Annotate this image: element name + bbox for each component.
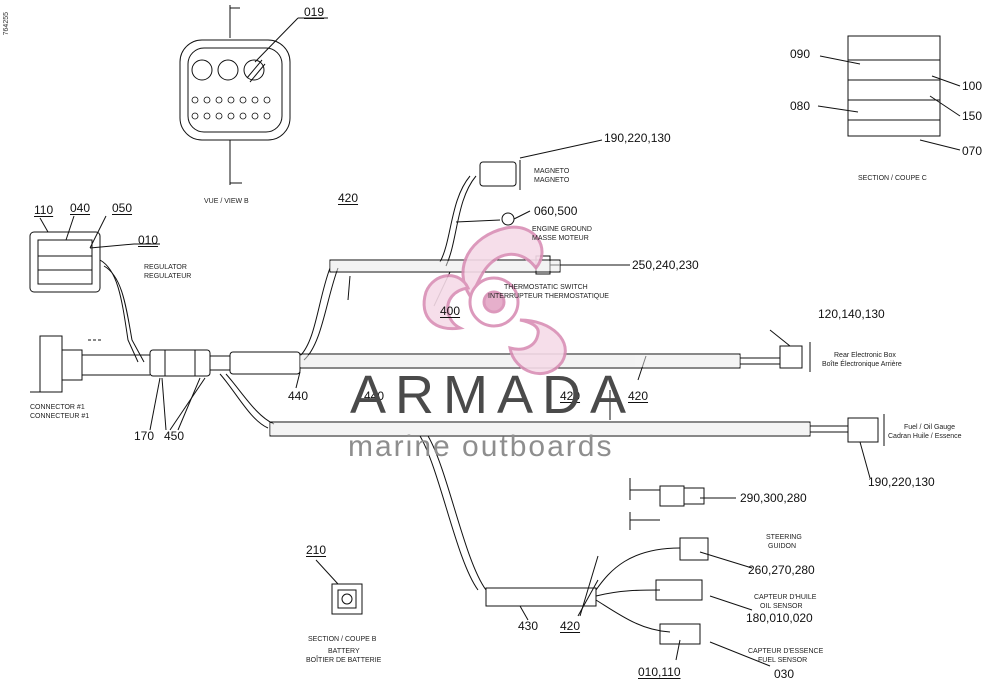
section-coupe-label: SECTION / COUPE C (858, 175, 927, 182)
section-b-label: SECTION / COUPE B (308, 636, 377, 643)
callout-040: 040 (70, 201, 91, 215)
connector-label-fr: CONNECTEUR #1 (30, 413, 90, 420)
callout-110: 110 (34, 203, 54, 217)
callout-150: 150 (962, 109, 983, 123)
thermo-label-fr: INTERRUPTEUR THERMOSTATIQUE (488, 293, 609, 300)
callout-120: 120,140,130 (818, 307, 885, 321)
callout-090: 090 (790, 47, 811, 61)
callout-430: 430 (518, 619, 539, 633)
section-coupe (817, 35, 961, 151)
rear-box-label-en: Rear Electronic Box (834, 352, 896, 359)
callout-060: 060,500 (534, 204, 578, 218)
callout-450: 450 (164, 429, 185, 443)
callout-010-110: 010,110 (638, 665, 681, 679)
callout-250: 250,240,230 (632, 258, 699, 272)
brand-name: ARMADA (350, 365, 636, 425)
fuel-gauge-label-fr: Cadran Huile / Essence (888, 433, 962, 440)
callout-400: 400 (440, 304, 461, 318)
callout-190-right: 190,220,130 (868, 475, 935, 489)
steering-label-fr: GUIDON (768, 543, 796, 550)
oil-sensor-label-en: OIL SENSOR (760, 603, 803, 610)
battery-label-en: BATTERY (328, 648, 360, 655)
callout-190-top: 190,220,130 (604, 131, 671, 145)
callout-180: 180,010,020 (746, 611, 813, 625)
fuel-gauge-label-en: Fuel / Oil Gauge (904, 424, 955, 431)
steering-label-en: STEERING (766, 534, 802, 541)
engine-ground-label-fr: MASSE MOTEUR (532, 235, 589, 242)
callout-010: 010 (138, 233, 159, 247)
magneto-label-en: MAGNETO (534, 168, 570, 175)
armada-propeller-logo (422, 225, 567, 375)
regulator-label-en: REGULATOR (144, 264, 187, 271)
connector-1 (30, 335, 150, 393)
magneto-label-fr: MAGNETO (534, 177, 570, 184)
callout-420-top: 420 (338, 191, 359, 205)
callout-440-b: 440 (364, 389, 385, 403)
callout-260: 260,270,280 (748, 563, 815, 577)
brand-tagline: marine outboards (348, 430, 614, 463)
view-b-label: VUE / VIEW B (204, 198, 249, 205)
regulator-label-fr: REGULATEUR (144, 273, 192, 280)
fuel-sensor-label-en: FUEL SENSOR (758, 657, 808, 664)
battery-label-fr: BOÎTIER DE BATTERIE (306, 657, 382, 664)
thermo-label-en: THERMOSTATIC SWITCH (504, 284, 588, 291)
callout-170: 170 (134, 429, 155, 443)
callout-019: 019 (304, 5, 325, 19)
document-id: 764255 (3, 12, 10, 36)
regulator (29, 215, 160, 363)
battery-section (315, 559, 363, 615)
callout-290: 290,300,280 (740, 491, 807, 505)
callout-030: 030 (774, 667, 795, 681)
fuel-sensor-label-fr: CAPTEUR D'ESSENCE (748, 648, 824, 655)
callout-420-low: 420 (560, 619, 581, 633)
callout-070: 070 (962, 144, 983, 158)
callout-100: 100 (962, 79, 983, 93)
oil-sensor-label-fr: CAPTEUR D'HUILE (754, 594, 817, 601)
callout-050: 050 (112, 201, 133, 215)
callout-210: 210 (306, 543, 327, 557)
connector-label-en: CONNECTOR #1 (30, 404, 85, 411)
callout-420-mid1: 420 (560, 389, 581, 403)
callout-080: 080 (790, 99, 811, 113)
callout-440-a: 440 (288, 389, 309, 403)
engine-ground-label-en: ENGINE GROUND (532, 226, 592, 233)
view-b-connector (179, 5, 328, 185)
callout-420-mid2: 420 (628, 389, 649, 403)
rear-box-label-fr: Boîte Électronique Arrière (822, 361, 902, 368)
